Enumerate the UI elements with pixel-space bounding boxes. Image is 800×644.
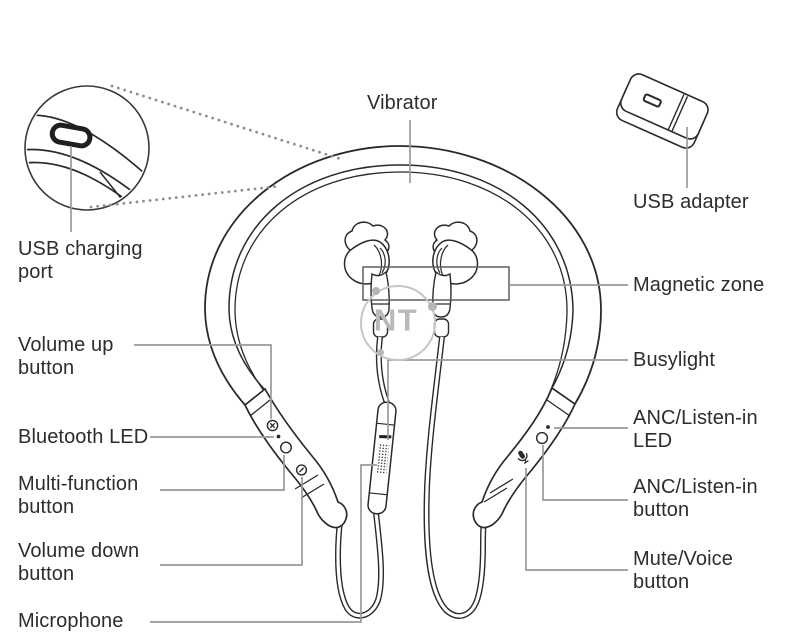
label-volume-up-button: Volume up button [18,334,114,379]
label-vibrator: Vibrator [367,92,438,114]
leader-anc-button [542,445,628,501]
microphone-grille [375,443,390,475]
volume-up-icon [266,419,279,432]
leader-microphone [150,464,377,623]
label-usb-adapter: USB adapter [633,191,749,213]
busylight-led [379,435,392,439]
label-multi-function-button: Multi-function button [18,473,139,518]
multi-function-button-icon [280,441,293,454]
label-bluetooth-led: Bluetooth LED [18,426,149,448]
label-anc-listen-in-button: ANC/Listen-in button [633,476,758,521]
right-earbud [432,221,479,338]
magnifier-rays [89,84,346,209]
bluetooth-led-icon [276,434,281,439]
leader-multi-function [160,455,285,491]
inline-module [367,401,397,515]
label-magnetic-zone: Magnetic zone [633,274,765,296]
label-mute-voice-button: Mute/Voice button [633,548,733,593]
left-cable [334,336,390,619]
label-volume-down-button: Volume down button [18,540,140,585]
left-arm [243,387,348,529]
leader-lines [70,120,688,623]
label-busylight: Busylight [633,349,716,371]
leader-volume-up [134,344,272,419]
neckband [204,145,602,406]
usb-port-icon [49,122,93,149]
neckband-inner-edge [228,164,574,391]
neckband-inner-edge-2 [234,171,568,397]
volume-down-icon [295,464,308,476]
anc-listen-in-led-icon [546,425,550,429]
left-earbud [343,221,390,338]
magnetic-zone-outline [362,266,510,301]
usb-port-magnifier [24,85,150,211]
label-usb-charging-port: USB charging port [18,238,143,283]
neckband-outer-edge [204,145,602,406]
right-arm [472,386,577,529]
label-anc-listen-in-led: ANC/Listen-in LED [633,407,758,452]
right-cable [423,336,487,619]
leader-volume-down [160,477,303,566]
label-microphone: Microphone [18,610,124,632]
leader-mute-voice [525,468,628,571]
anc-listen-in-button-icon [535,431,549,445]
mute-voice-microphone-icon [517,450,529,464]
earbud-cables [334,336,487,619]
usb-adapter-icon [615,73,709,149]
